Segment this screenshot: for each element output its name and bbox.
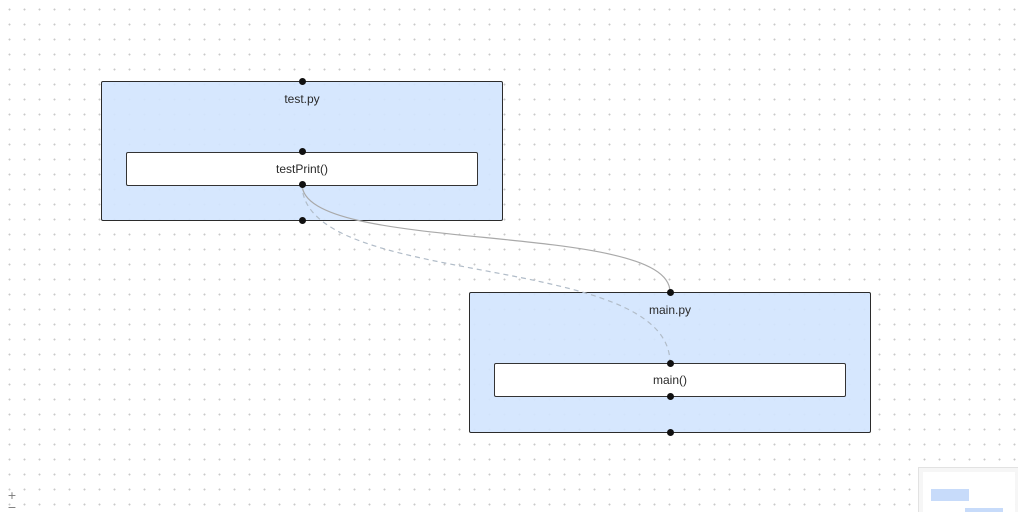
edge-main-py-to-testprint[interactable] [301, 183, 671, 293]
connection-handle-test-py-bottom[interactable] [298, 216, 306, 224]
zoom-controls: + − [5, 490, 19, 514]
function-node-main[interactable]: main() [494, 363, 846, 397]
connection-handle-test-py-top[interactable] [298, 77, 306, 85]
connection-handle-main-bottom[interactable] [666, 392, 674, 400]
group-title: test.py [284, 92, 320, 106]
minimap[interactable] [918, 467, 1018, 512]
function-label: main() [652, 373, 687, 387]
zoom-in-button[interactable]: + [7, 489, 17, 502]
connection-handle-testprint-top[interactable] [298, 147, 306, 155]
edge-main-to-testprint[interactable] [301, 183, 671, 364]
minimap-node-main-py [965, 508, 1003, 512]
zoom-out-button[interactable]: − [7, 501, 17, 514]
minimap-viewport [923, 472, 1015, 512]
function-label: testPrint() [275, 162, 328, 176]
connection-handle-main-py-bottom[interactable] [666, 428, 674, 436]
group-node-test-py[interactable]: test.py testPrint() [101, 81, 503, 221]
connection-handle-main-top[interactable] [666, 359, 674, 367]
group-title: main.py [648, 303, 692, 317]
minimap-node-test-py [931, 489, 969, 501]
connection-handle-testprint-bottom[interactable] [298, 180, 306, 188]
connection-handle-main-py-top[interactable] [666, 288, 674, 296]
